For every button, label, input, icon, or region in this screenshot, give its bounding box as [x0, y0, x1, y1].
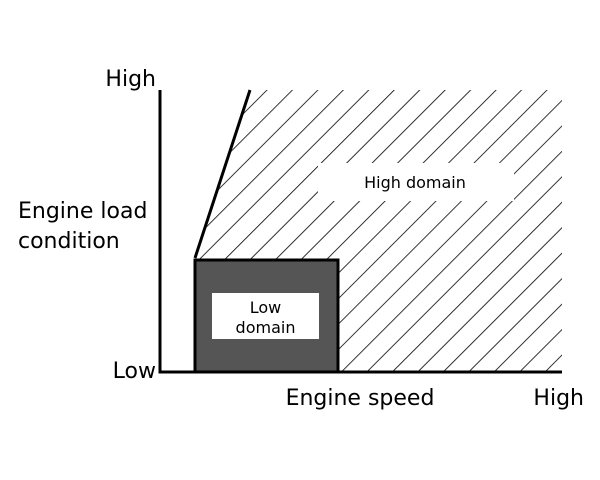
low-domain-label-line2: domain — [236, 318, 296, 337]
x-axis-high-label: High — [533, 386, 584, 411]
y-axis-title-line2: condition — [18, 229, 120, 254]
y-axis-high-label: High — [105, 67, 156, 92]
x-axis-title: Engine speed — [286, 386, 435, 411]
high-domain-label: High domain — [318, 163, 514, 201]
high-domain-boundary-line — [193, 89, 252, 259]
low-domain-region: Low domain — [193, 258, 340, 374]
high-domain-label-box — [318, 163, 514, 201]
high-domain-label-text: High domain — [364, 173, 466, 192]
y-axis-low-label: Low — [113, 359, 156, 384]
low-domain-label-line1: Low — [250, 298, 282, 317]
y-axis-title-line1: Engine load — [18, 199, 147, 224]
low-domain-label-box — [212, 293, 319, 339]
